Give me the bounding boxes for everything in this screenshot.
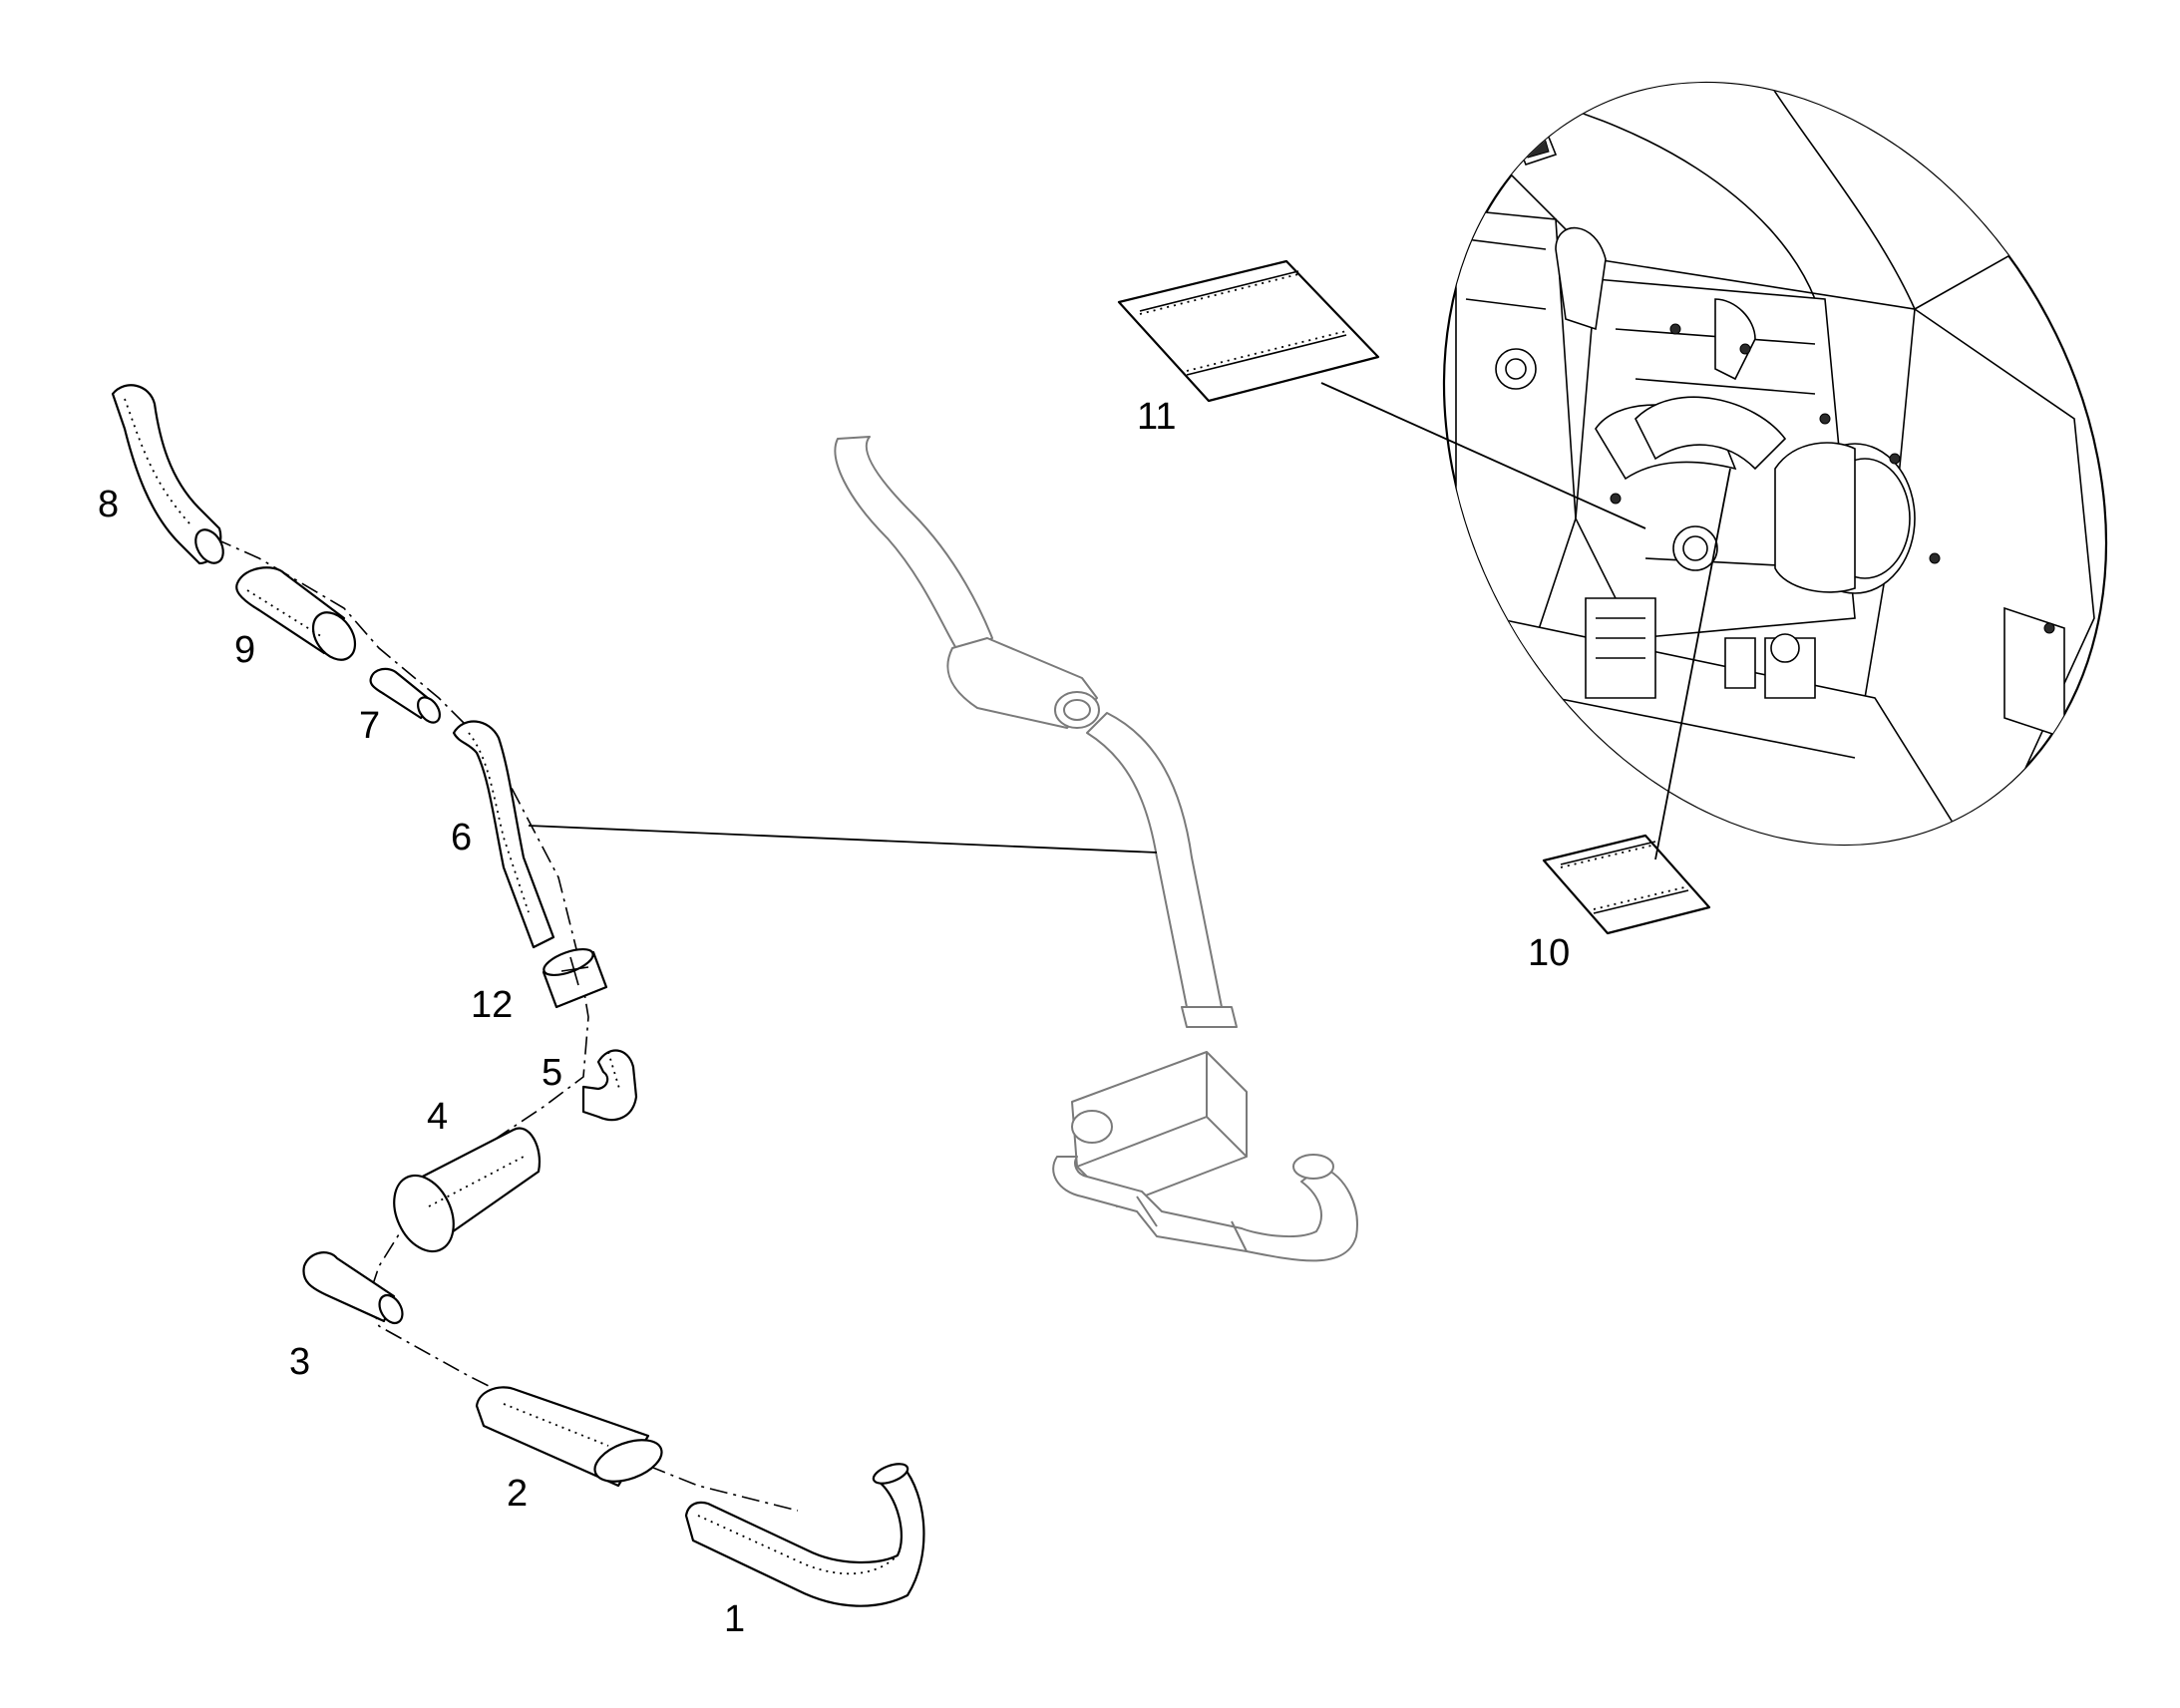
part-9-pipe-wrap: [235, 566, 357, 661]
part-11-insulation-sheet: [1117, 259, 1380, 403]
callout-4: 4: [427, 1096, 448, 1138]
part-2-pipe-wrap: [475, 1386, 663, 1488]
callout-8: 8: [98, 484, 119, 525]
part-4-pipe-wrap: [393, 1127, 542, 1253]
leader-11: [1320, 382, 1646, 529]
part-5-pipe-wrap: [581, 1049, 638, 1122]
engine-bay-detail-view: [1442, 59, 2146, 859]
callout-1: 1: [724, 1598, 745, 1640]
part-8-pipe-wrap: [111, 384, 224, 565]
callout-11: 11: [1137, 396, 1176, 438]
callout-6: 6: [451, 817, 472, 858]
callout-7: 7: [359, 705, 380, 747]
leader-6: [528, 825, 1158, 854]
part-3-pipe-wrap: [302, 1251, 404, 1325]
part-7-pipe-wrap: [369, 667, 442, 724]
part-6-pipe-wrap: [452, 720, 555, 949]
part-1-pipe-wrap: [684, 1463, 925, 1607]
callout-2: 2: [507, 1473, 528, 1515]
part-12-sleeve: [542, 947, 608, 1009]
callout-9: 9: [234, 629, 255, 671]
exhaust-assembly: [834, 436, 1358, 1262]
leader-10: [1654, 468, 1731, 860]
callout-12: 12: [471, 984, 513, 1026]
part-10-insulation-sheet: [1542, 834, 1711, 935]
callout-3: 3: [289, 1341, 310, 1383]
callout-5: 5: [542, 1052, 562, 1094]
callout-10: 10: [1528, 932, 1570, 974]
